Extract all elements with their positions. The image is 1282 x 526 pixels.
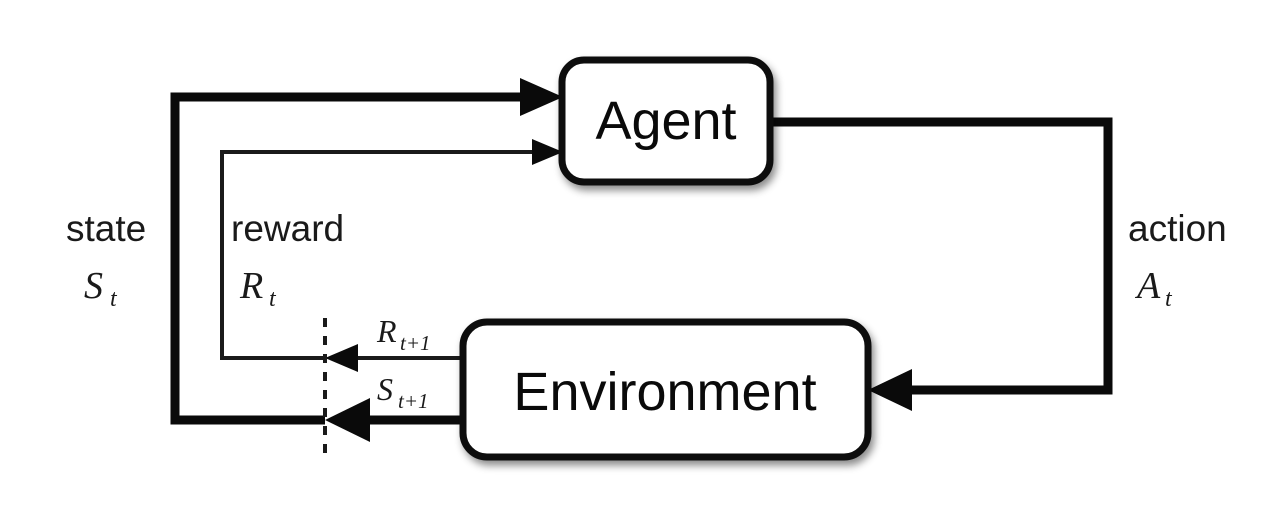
next-state-arrowhead-icon	[325, 398, 370, 442]
edge-next-reward	[325, 344, 463, 372]
edge-reward-to-agent	[220, 139, 563, 360]
action-word-label: action	[1128, 208, 1227, 249]
next-state-symbol-label: S	[377, 371, 393, 407]
edge-state-to-agent	[170, 78, 563, 425]
node-environment[interactable]: Environment	[459, 318, 872, 461]
label-reward: reward R t	[231, 208, 344, 312]
next-reward-symbol-label: R	[376, 313, 397, 349]
state-path-line	[170, 92, 520, 425]
state-arrowhead-icon	[520, 78, 563, 116]
node-agent[interactable]: Agent	[558, 56, 774, 186]
reward-symbol-label: R	[239, 265, 263, 307]
reward-word-label: reward	[231, 208, 344, 249]
label-state: state S t	[66, 208, 146, 312]
next-reward-arrowhead-icon	[325, 344, 358, 372]
reward-subscript-label: t	[269, 286, 277, 312]
next-state-subscript-label: t+1	[398, 389, 429, 413]
label-action: action A t	[1128, 208, 1227, 312]
label-next-state: S t+1	[377, 371, 429, 413]
next-reward-subscript-label: t+1	[400, 331, 431, 355]
environment-box-label: Environment	[513, 362, 816, 422]
action-path-line	[770, 117, 1113, 395]
reward-arrowhead-icon	[532, 139, 563, 165]
agent-box-shape[interactable]	[558, 56, 774, 186]
action-arrowhead-icon	[868, 369, 912, 411]
edge-next-state	[325, 398, 463, 442]
action-symbol-label: A	[1134, 265, 1161, 307]
state-symbol-label: S	[84, 265, 103, 307]
action-subscript-label: t	[1165, 286, 1173, 312]
agent-box-label: Agent	[595, 91, 736, 151]
state-word-label: state	[66, 208, 146, 249]
environment-box-shape[interactable]	[459, 318, 872, 461]
state-subscript-label: t	[110, 286, 118, 312]
edge-action-to-environment	[770, 117, 1113, 411]
reward-path-line	[220, 150, 532, 360]
label-next-reward: R t+1	[376, 313, 431, 355]
